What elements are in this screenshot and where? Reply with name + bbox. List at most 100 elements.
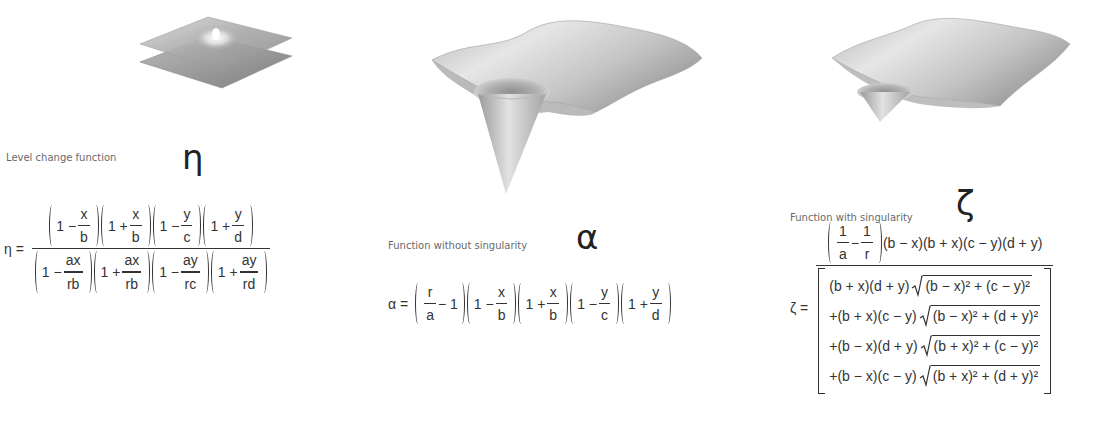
parenthesis-content: 1 +xb: [525, 283, 561, 324]
denominator: rb: [124, 275, 140, 293]
formula-term: −: [851, 234, 859, 252]
formula-row: 1 +xb: [108, 205, 144, 246]
formula-row: α =ra− 11 −xb1 +xb1 −yc1 +yd: [388, 283, 672, 324]
formula-term: rd: [243, 275, 255, 293]
denominator: d: [232, 228, 244, 246]
fraction-bar: [240, 271, 259, 272]
radical-sign: [920, 335, 932, 357]
parenthesis-content: 1 +yd: [628, 283, 664, 324]
formula-row: ra− 1: [422, 283, 458, 324]
right-parenthesis: [876, 222, 882, 263]
function-symbol: ζ: [956, 186, 975, 220]
fraction-bar: [816, 265, 1053, 266]
formula-term: b: [549, 306, 557, 324]
radical-sign: [919, 305, 931, 327]
formula-row: (b + x)(d + y)(b − x)² + (c − y)²: [829, 271, 1032, 301]
formula-term: b: [132, 228, 140, 246]
parenthesis-content: 1 −xb: [474, 283, 510, 324]
parenthesis-group: 1 −yc: [570, 283, 619, 324]
formula-term: α =: [388, 295, 408, 313]
no-singularity-formula: α =ra− 11 −xb1 +xb1 −yc1 +yd: [388, 283, 672, 324]
formula-row: 1 +yd: [210, 205, 246, 246]
formula-term: ay: [242, 251, 257, 269]
radicand: (b − x)² + (d + y)²: [931, 305, 1040, 325]
square-root: (b + x)² + (d + y)²: [919, 365, 1040, 387]
square-root: (b − x)² + (d + y)²: [919, 305, 1040, 327]
parenthesis-content: 1 +yd: [210, 205, 246, 246]
formula-term: 1 +: [218, 263, 238, 281]
fraction: ra: [424, 283, 436, 324]
fraction: xb: [130, 205, 142, 246]
formula-term: 1 +: [210, 217, 230, 235]
formula-term: (b + x)² + (c − y)²: [934, 338, 1039, 354]
radical-stroke: [912, 276, 923, 295]
formula-term: rb: [126, 275, 138, 293]
denominator: rb: [65, 275, 81, 293]
level-change-formula: η =1 −xb1 +xb1 −yc1 +yd1 −axrb1 +axrb1 −…: [4, 205, 272, 293]
fraction-bar: [181, 225, 192, 226]
formula-term: d: [652, 306, 660, 324]
formula-term: 1 −: [474, 295, 494, 313]
formula-term: d: [234, 228, 242, 246]
fraction: yd: [232, 205, 244, 246]
right-parenthesis: [145, 205, 151, 246]
parenthesis-content: 1 +ay rd: [218, 251, 261, 292]
fraction-bar: [32, 248, 271, 249]
right-parenthesis: [93, 205, 99, 246]
numerator: 1: [861, 222, 873, 240]
denominator: b: [78, 228, 90, 246]
formula-row: +(b − x)(c − y)(b + x)² + (d + y)²: [829, 361, 1040, 391]
numerator: y: [650, 283, 661, 301]
formula-row: 1 −ax rb: [42, 251, 85, 292]
right-parenthesis: [665, 283, 671, 324]
formula-row: 1 −axrb1 +axrb1 −ayrc1 +ayrd: [34, 251, 269, 292]
parenthesis-group: 1 −xb: [467, 283, 517, 324]
function-caption: Function with singularity: [790, 212, 913, 223]
left-parenthesis: [415, 283, 421, 324]
formula-term: x: [132, 205, 139, 223]
formula-term: x: [81, 205, 88, 223]
formula-term: ax: [66, 251, 81, 269]
fraction-bar: [64, 271, 83, 272]
numerator: ax: [64, 251, 83, 269]
parenthesis-group: 1 −yc: [153, 205, 202, 246]
right-parenthesis: [562, 283, 568, 324]
formula-row: 1 −xb1 +xb1 −yc1 +yd: [48, 205, 254, 246]
formula-term: +(b + x)(c − y): [829, 307, 917, 325]
formula-term: 1 −: [577, 295, 597, 313]
formula-term: (b + x)(d + y): [829, 277, 909, 295]
fraction: xb: [496, 283, 508, 324]
left-parenthesis: [152, 251, 158, 292]
square-root: (b + x)² + (c − y)²: [920, 335, 1041, 357]
formula-row: 1 +xb: [525, 283, 561, 324]
fraction-bar: [78, 225, 90, 226]
numerator: 1: [837, 222, 849, 240]
formula-term: +(b − x)(d + y): [829, 337, 917, 355]
numerator: x: [130, 205, 141, 223]
formula-term: a: [426, 306, 434, 324]
formula-term: (b + x)² + (d + y)²: [933, 368, 1038, 384]
denominator: r: [863, 245, 872, 263]
denominator: c: [181, 228, 192, 246]
fraction: xb: [547, 283, 559, 324]
fraction-bar: [122, 271, 141, 272]
formula-row: 1 −yc: [160, 205, 195, 246]
left-parenthesis: [621, 283, 627, 324]
formula-term: c: [601, 306, 608, 324]
fraction: ax rb: [64, 251, 83, 292]
formula-row: 1 −ayrc: [159, 251, 202, 292]
right-parenthesis: [195, 205, 201, 246]
right-bracket: [1044, 268, 1051, 394]
radical-stroke: [920, 306, 931, 325]
parenthesis-group: 1 −ayrc: [152, 251, 209, 292]
denominator: b: [547, 306, 559, 324]
right-parenthesis: [144, 251, 150, 292]
formula-row: 1 +axrb: [101, 251, 144, 292]
formula-term: 1 −: [42, 263, 62, 281]
right-parenthesis: [203, 251, 209, 292]
function-caption: Function without singularity: [388, 240, 527, 251]
formula-row: 1a−1r: [835, 222, 875, 263]
formula-row: +(b + x)(c − y) (b − x)² + (d + y)²: [829, 301, 1040, 331]
formula-row: 1 −xb: [56, 205, 92, 246]
formula-term: rb: [67, 275, 79, 293]
